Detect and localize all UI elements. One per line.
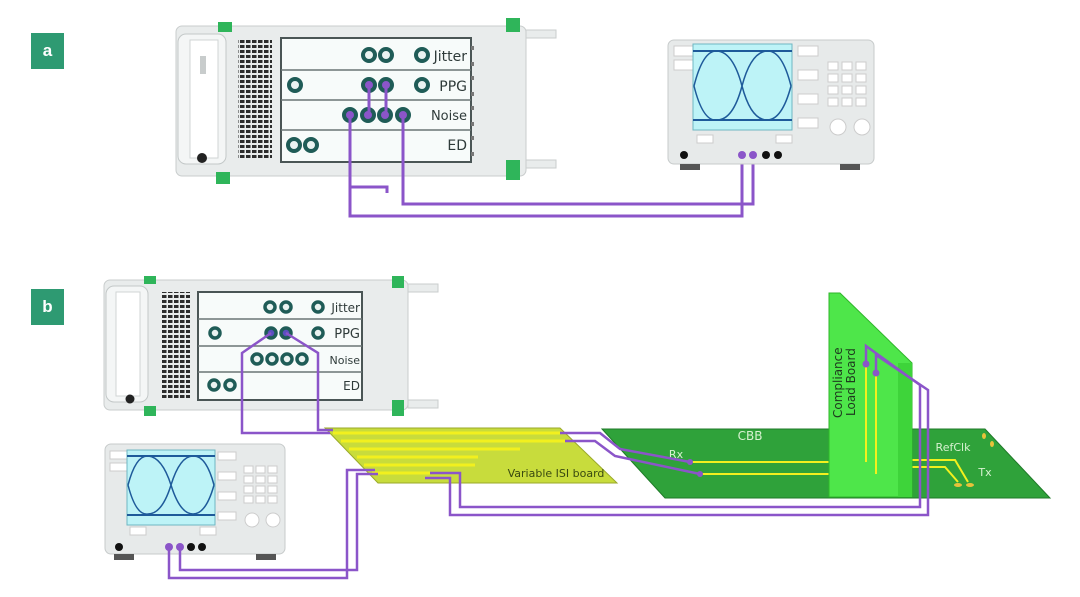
- variable-isi-board: [323, 427, 619, 484]
- cables-a: [348, 85, 755, 218]
- module-label-ppg-b: PPG: [334, 327, 360, 342]
- module-label-jitter-b: Jitter: [330, 301, 360, 315]
- cbb-label: CBB: [738, 429, 763, 443]
- panel-label-a: a: [31, 33, 64, 69]
- module-label-noise-b: Noise: [329, 354, 360, 367]
- bert-instrument-a: [175, 18, 557, 184]
- tx-label: Tx: [977, 466, 992, 479]
- module-label-ed-b: ED: [343, 379, 360, 393]
- module-label-noise-a: Noise: [431, 109, 467, 124]
- module-label-ed-a: ED: [447, 138, 467, 154]
- isi-board-label: Variable ISI board: [508, 467, 605, 480]
- cbb-board: [600, 428, 1052, 499]
- module-label-ppg-a: PPG: [439, 79, 467, 95]
- oscilloscope-a: [667, 39, 875, 170]
- clb-label-line1: Compliance: [831, 347, 845, 418]
- module-label-jitter-a: Jitter: [433, 49, 468, 65]
- refclk-label: RefClk: [936, 441, 972, 454]
- oscilloscope-b: [104, 443, 286, 560]
- bert-instrument-b: [103, 276, 439, 416]
- clb-label-line2: Load Board: [844, 348, 858, 416]
- cables-b: [167, 331, 930, 580]
- panel-label-b: b: [31, 289, 64, 325]
